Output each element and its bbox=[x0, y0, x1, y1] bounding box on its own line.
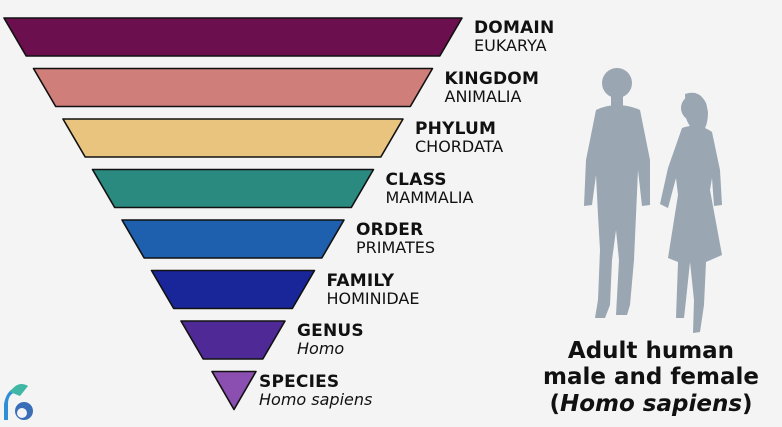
rank-name: CLASS bbox=[386, 172, 474, 189]
rank-value: Homo sapiens bbox=[259, 392, 372, 408]
rank-bar-phylum bbox=[63, 119, 403, 157]
rank-name: ORDER bbox=[356, 222, 435, 239]
caption-line-3: (Homo sapiens) bbox=[520, 391, 782, 417]
rank-name: KINGDOM bbox=[445, 71, 540, 88]
rank-bar-kingdom bbox=[34, 69, 433, 107]
rank-name: SPECIES bbox=[259, 374, 372, 391]
man-silhouette-icon bbox=[584, 68, 650, 318]
rank-value: HOMINIDAE bbox=[327, 291, 420, 307]
b-logo-icon bbox=[4, 384, 33, 420]
caption-line-1: Adult human bbox=[520, 338, 782, 364]
rank-value: CHORDATA bbox=[415, 139, 503, 155]
caption: Adult human male and female (Homo sapien… bbox=[520, 338, 782, 417]
rank-bar-genus bbox=[181, 321, 285, 359]
rank-value: Homo bbox=[297, 341, 364, 357]
caption-paren-close: ) bbox=[742, 391, 753, 417]
rank-value: EUKARYA bbox=[474, 38, 554, 54]
rank-bar-domain bbox=[4, 18, 462, 56]
rank-bar-family bbox=[152, 271, 315, 309]
human-couple-silhouette-icon bbox=[584, 68, 722, 333]
rank-bar-species bbox=[212, 372, 256, 410]
rank-bar-order bbox=[122, 220, 344, 258]
rank-value: MAMMALIA bbox=[386, 190, 474, 206]
rank-value: PRIMATES bbox=[356, 240, 435, 256]
rank-name: DOMAIN bbox=[474, 20, 554, 37]
caption-species: Homo sapiens bbox=[560, 391, 742, 417]
rank-name: FAMILY bbox=[327, 273, 420, 290]
rank-bar-class bbox=[93, 170, 374, 208]
caption-line-2: male and female bbox=[520, 364, 782, 390]
rank-value: ANIMALIA bbox=[445, 89, 540, 105]
caption-paren-open: ( bbox=[549, 391, 560, 417]
woman-silhouette-icon bbox=[660, 93, 722, 333]
rank-name: GENUS bbox=[297, 323, 364, 340]
rank-name: PHYLUM bbox=[415, 121, 503, 138]
